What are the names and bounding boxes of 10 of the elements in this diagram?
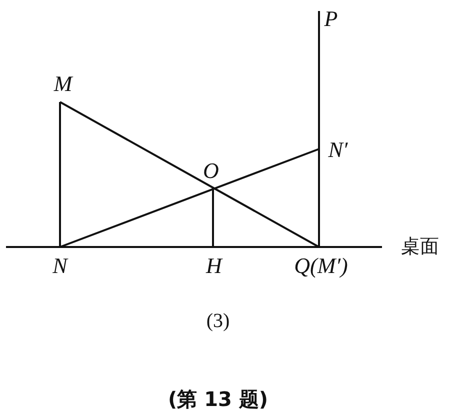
point-label: O xyxy=(203,160,219,182)
point-label: P xyxy=(324,8,338,30)
point-label: Q(M′) xyxy=(294,255,348,277)
point-label: M xyxy=(54,73,72,95)
point-label: N′ xyxy=(328,139,348,161)
surface-label: 桌面 xyxy=(401,238,439,256)
point-label: H xyxy=(206,255,222,277)
subfigure-label: (3) xyxy=(206,311,230,331)
figure-caption: (第 13 题) xyxy=(168,389,268,409)
point-label: N xyxy=(52,255,68,277)
